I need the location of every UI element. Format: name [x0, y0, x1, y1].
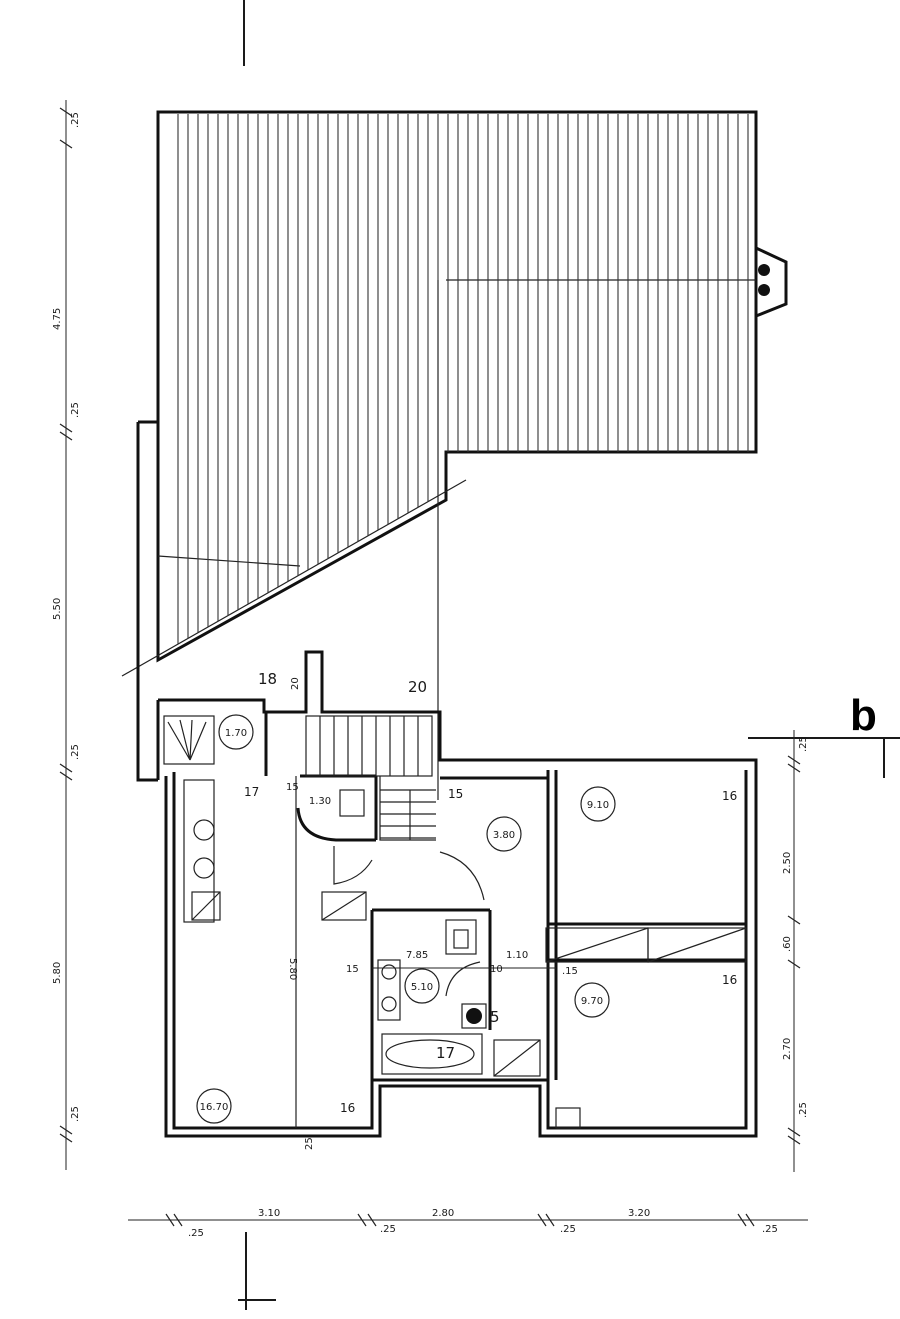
- dim-right-60: .60: [782, 936, 793, 952]
- svg-text:3.80: 3.80: [493, 830, 515, 841]
- dim-left-580: 5.80: [52, 962, 63, 984]
- label-110: 1.10: [506, 950, 528, 961]
- svg-text:16.70: 16.70: [200, 1102, 229, 1113]
- area-wc: 1.30: [309, 796, 331, 807]
- dim-right-25-b: .25: [798, 1102, 809, 1118]
- svg-text:5.10: 5.10: [411, 982, 433, 993]
- roof-hatch-lines: [177, 114, 749, 645]
- label-20-vertical: 20: [290, 677, 301, 690]
- wc-fixture: [339, 789, 365, 817]
- label-15a: 15: [346, 964, 359, 975]
- dim-right-25-a: .25: [798, 736, 809, 752]
- area-living: 16.70: [196, 1088, 232, 1124]
- label-15-stair: 15: [448, 787, 463, 801]
- room-area-markers: 16.70 1.70 1.30 3.80 5.10 9.10 9.70: [196, 714, 616, 1124]
- section-cut-bottom: [238, 1232, 276, 1310]
- dim-left-25-c: .25: [70, 1106, 81, 1122]
- dim-left-475: 4.75: [52, 308, 63, 330]
- roof-hatched-area: [121, 110, 758, 800]
- label-16-lower: 16: [722, 973, 737, 987]
- label-20: 20: [408, 678, 427, 696]
- label-25-bottom: 25: [304, 1137, 315, 1150]
- area-room-lower: 9.70: [574, 982, 610, 1018]
- closets: [321, 891, 747, 1129]
- label-5: 5: [490, 1008, 500, 1026]
- dim-bottom-25-1: .25: [188, 1228, 204, 1239]
- plan-labels: 18 20 17 15 16 16 16 17 5 5.80 7.85 1.10…: [244, 670, 737, 1150]
- label-17-bath: 17: [436, 1044, 455, 1062]
- dim-left-550: 5.50: [52, 598, 63, 620]
- section-mark-label: b: [850, 691, 877, 740]
- area-room-upper: 9.10: [580, 786, 616, 822]
- svg-text:9.10: 9.10: [587, 800, 609, 811]
- dim-right-250: 2.50: [782, 852, 793, 874]
- dim-left-25-a: .25: [70, 402, 81, 418]
- left-dimension-line: .25 4.75 .25 5.50 .25 5.80 .25: [52, 100, 81, 1170]
- bottom-dimension-line: 3.10 2.80 3.20 .25 .25 .25 .25: [128, 1208, 808, 1239]
- dim-bottom-320: 3.20: [628, 1208, 650, 1219]
- label-16-upper: 16: [722, 789, 737, 803]
- label-16-living: 16: [340, 1101, 355, 1115]
- staircase: [305, 715, 436, 841]
- area-corridor: 3.80: [486, 816, 522, 852]
- bathroom-fixtures: [377, 919, 487, 1075]
- svg-text:9.70: 9.70: [581, 996, 603, 1007]
- left-parapet: [136, 420, 158, 782]
- label-15b: 15: [286, 782, 299, 793]
- interior-dimension-lines: [295, 786, 556, 1128]
- svg-text:1.70: 1.70: [225, 728, 247, 739]
- dim-left-25-top: .25: [70, 112, 81, 128]
- kitchen-counter: [183, 779, 221, 923]
- chimney: [755, 246, 788, 318]
- label-785: 7.85: [406, 950, 428, 961]
- dim-bottom-25-2: .25: [380, 1224, 396, 1235]
- label-10: 10: [490, 964, 503, 975]
- section-mark-b: b: [748, 691, 900, 778]
- outer-walls: [156, 650, 758, 1138]
- label-18: 18: [258, 670, 277, 688]
- label-17-hall: 17: [244, 785, 259, 799]
- dim-bottom-280: 2.80: [432, 1208, 454, 1219]
- area-bath: 5.10: [404, 968, 440, 1004]
- doors: [333, 846, 485, 997]
- svg-text:1.30: 1.30: [309, 796, 331, 807]
- label-580-interior: 5.80: [287, 958, 298, 980]
- right-dimension-line: .25 2.50 .60 2.70 .25: [782, 730, 809, 1172]
- dim-left-25-b: .25: [70, 744, 81, 760]
- interior-walls: [264, 712, 746, 1128]
- stair-treads: [319, 716, 436, 839]
- dim-right-270: 2.70: [782, 1038, 793, 1060]
- dim-bottom-25-3: .25: [560, 1224, 576, 1235]
- area-hall: 1.70: [218, 714, 254, 750]
- label-15c: .15: [562, 966, 578, 977]
- shower-tray: [163, 715, 215, 765]
- dim-bottom-25-4: .25: [762, 1224, 778, 1235]
- dim-bottom-310: 3.10: [258, 1208, 280, 1219]
